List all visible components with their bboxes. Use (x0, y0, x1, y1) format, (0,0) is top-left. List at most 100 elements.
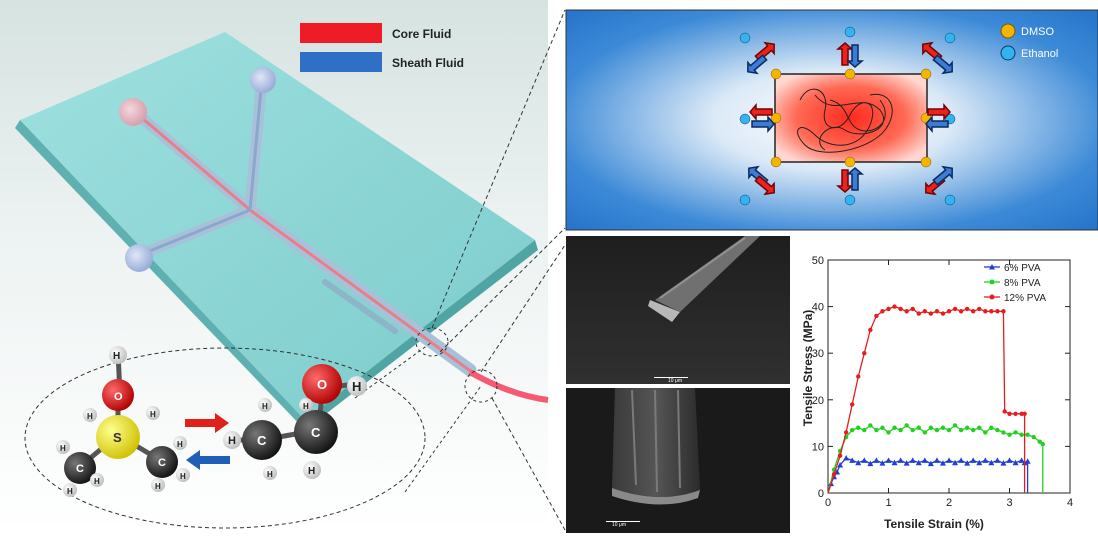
data-point-8-pva (958, 427, 964, 433)
data-point-6-pva (1006, 457, 1013, 463)
data-point-6-pva (927, 460, 934, 467)
y-tick-label: 40 (812, 302, 824, 314)
core-fluid-swatch (300, 23, 382, 43)
data-point-8-pva (983, 430, 988, 435)
atom-label-o: O (317, 377, 327, 392)
sem-bottom-scalebar (606, 521, 640, 522)
data-point-12-pva (1013, 411, 1018, 416)
diffusion-panel: DMSO Ethanol (565, 9, 1098, 231)
data-point-12-pva (958, 309, 964, 314)
data-point-6-pva (1000, 460, 1007, 466)
data-point-12-pva (995, 309, 1000, 314)
data-point-12-pva (1002, 409, 1007, 414)
atom-label-h: H (180, 472, 186, 481)
data-point-8-pva (880, 425, 885, 430)
data-point-12-pva (952, 306, 958, 312)
atom-label-h: H (87, 412, 93, 421)
data-point-12-pva (1001, 309, 1006, 314)
legend-marker-12-pva (989, 294, 995, 300)
data-point-6-pva (933, 457, 940, 463)
data-point-8-pva (1001, 430, 1006, 435)
microfluidic-chip-panel: Core Fluid Sheath Fluid H O S C C (0, 0, 549, 533)
atom-label-c: C (257, 433, 267, 448)
y-tick-label: 50 (812, 255, 824, 267)
atom-label-h: H (228, 435, 236, 447)
x-tick-label: 2 (946, 497, 952, 509)
data-point-8-pva (977, 425, 982, 430)
data-point-8-pva (874, 427, 879, 433)
sheath-inlet-port-top (250, 67, 276, 93)
data-point-6-pva (891, 459, 898, 466)
data-point-8-pva (971, 427, 976, 433)
zoom-connectors (431, 9, 566, 531)
data-point-8-pva (940, 425, 946, 430)
core-fluid-label: Core Fluid (392, 27, 451, 41)
atom-label-h: H (60, 444, 66, 453)
data-point-8-pva (1013, 430, 1018, 435)
data-point-8-pva (898, 427, 903, 433)
data-point-12-pva (983, 309, 988, 314)
data-point-12-pva (916, 311, 921, 316)
atom-label-h: H (155, 482, 161, 491)
sheath-fluid-label: Sheath Fluid (392, 56, 464, 70)
data-point-8-pva (1040, 441, 1045, 447)
atom-label-h: H (267, 470, 273, 479)
sem-top-scale-label: 10 μm (668, 378, 682, 384)
data-point-12-pva (964, 306, 970, 312)
data-point-8-pva (904, 423, 909, 428)
data-point-6-pva (952, 459, 959, 466)
data-point-8-pva (928, 425, 934, 430)
data-point-6-pva (970, 457, 977, 463)
core-inlet-port (119, 98, 147, 126)
chart-legend: 6% PVA 8% PVA 12% PVA (984, 263, 1046, 304)
data-point-6-pva (1024, 458, 1031, 464)
data-point-6-pva (946, 457, 952, 463)
data-point-12-pva (922, 309, 927, 314)
data-point-12-pva (892, 304, 897, 309)
atom-label-h: H (177, 440, 183, 449)
atom-label-h: H (308, 466, 315, 477)
dmso-legend-label: DMSO (1021, 26, 1054, 38)
data-point-12-pva (837, 453, 843, 458)
series-6-pva (827, 455, 1031, 494)
atom-label-h: H (303, 402, 309, 411)
chart-series-group (827, 304, 1045, 494)
data-point-6-pva (903, 460, 910, 466)
legend-label-8-pva: 8% PVA (1004, 278, 1041, 289)
ethanol-dots (739, 26, 956, 206)
legend-label-6-pva: 6% PVA (1004, 263, 1041, 274)
data-point-12-pva (831, 472, 837, 477)
data-point-12-pva (904, 309, 909, 314)
legend-marker-6-pva (989, 264, 995, 270)
atom-label-h: H (113, 351, 120, 362)
data-point-8-pva (862, 427, 867, 433)
atom-label-o: O (114, 391, 123, 403)
ethanol-legend-label: Ethanol (1021, 48, 1058, 60)
data-point-6-pva (958, 457, 965, 463)
atom-label-c: C (76, 463, 84, 475)
data-point-6-pva (964, 460, 971, 466)
data-point-12-pva (928, 311, 934, 316)
data-point-8-pva (1019, 432, 1024, 437)
data-point-12-pva (898, 306, 903, 312)
data-point-6-pva (843, 455, 850, 461)
data-point-8-pva (989, 425, 994, 430)
y-tick-label: 30 (812, 348, 824, 360)
data-point-6-pva (879, 460, 886, 466)
y-axis-label: Tensile Stress (MPa) (801, 310, 815, 426)
sem-image-top (566, 236, 790, 384)
data-point-8-pva (995, 427, 1000, 433)
data-point-8-pva (886, 430, 891, 435)
data-point-12-pva (910, 306, 915, 312)
data-point-6-pva (885, 457, 892, 463)
y-tick-label: 10 (812, 441, 824, 453)
data-point-6-pva (897, 457, 904, 463)
sem-top-scalebar (654, 377, 688, 378)
data-point-6-pva (939, 460, 946, 466)
data-point-8-pva (892, 425, 897, 430)
legend-label-12-pva: 12% PVA (1004, 293, 1046, 304)
dmso-molecule: H O S C C H H H H H H H H (56, 346, 190, 497)
